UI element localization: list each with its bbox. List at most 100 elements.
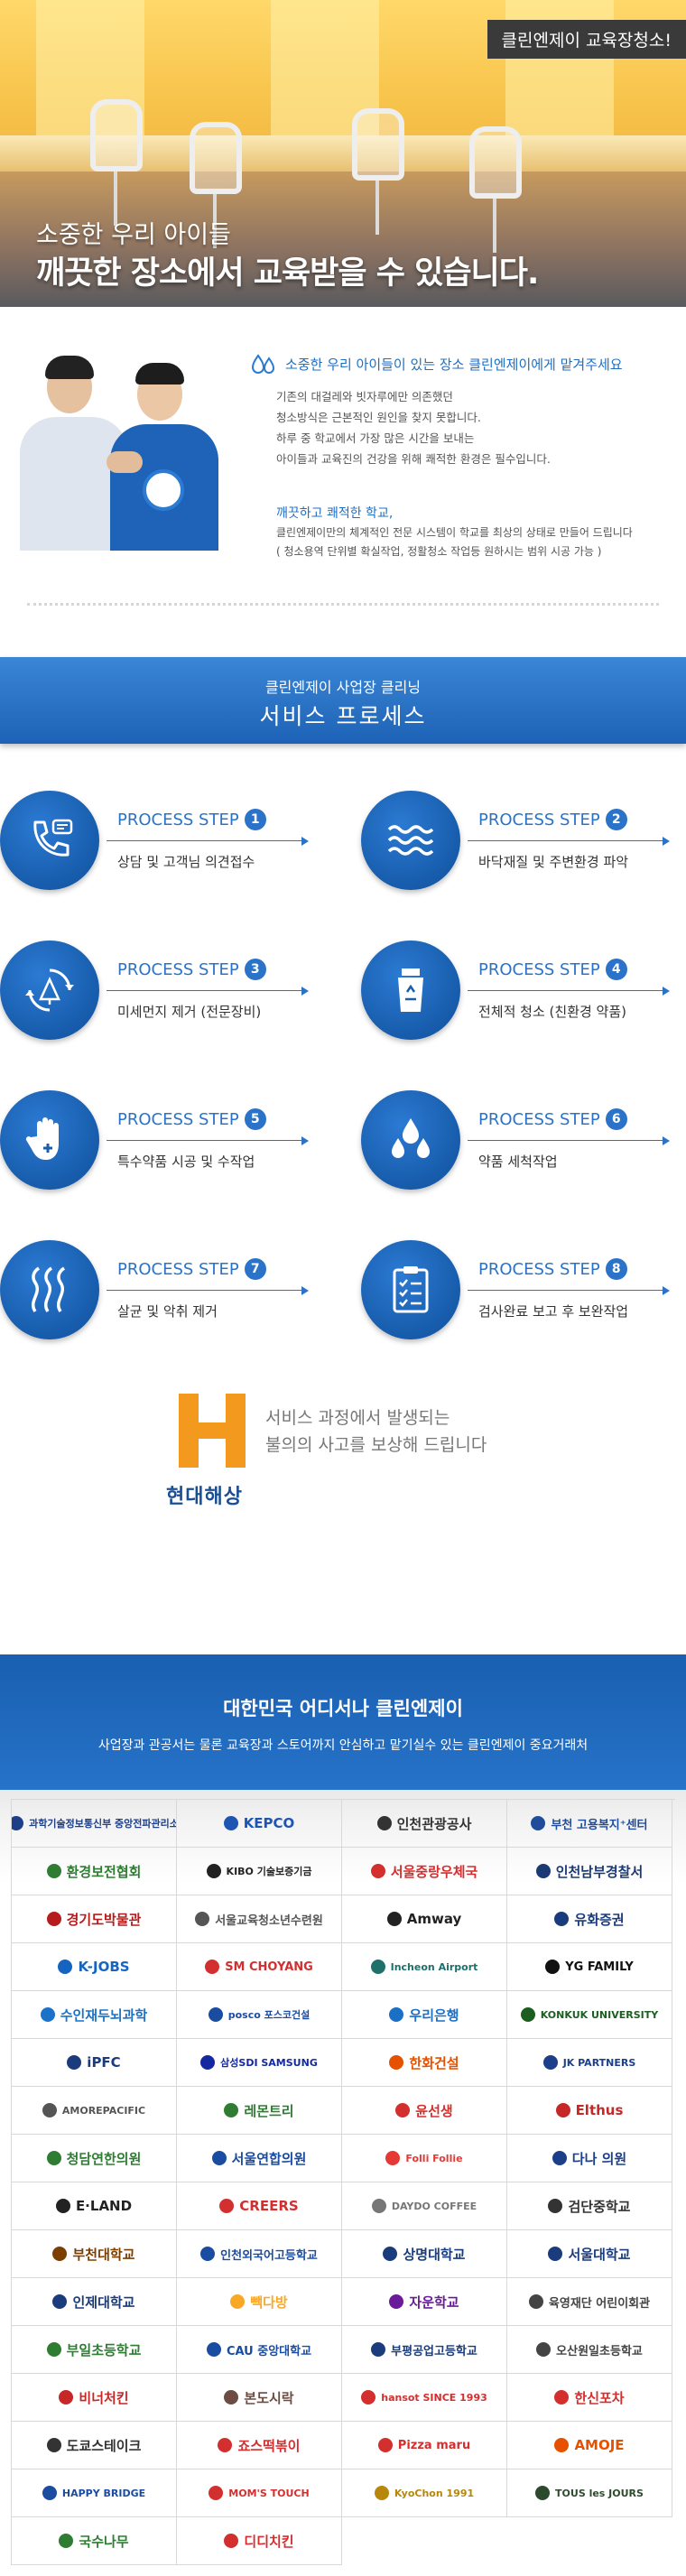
client-logo-mark-icon — [59, 2390, 74, 2405]
client-logo-text: 상명대학교 — [403, 2246, 466, 2263]
client-logo: 오산원일초등학교 — [507, 2326, 672, 2374]
client-logo: Folli Follie — [342, 2135, 507, 2182]
client-logo-mark-icon — [371, 2342, 386, 2357]
insurance-brand: 현대해상 — [166, 1486, 243, 1508]
step-line — [107, 1290, 307, 1291]
client-logo-text: 윤선생 — [415, 2102, 453, 2119]
client-logo: KONKUK UNIVERSITY — [507, 1991, 672, 2039]
client-logo: 과학기술정보통신부 중앙전파관리소 — [12, 1800, 177, 1848]
client-logo-mark-icon — [389, 2007, 404, 2022]
client-logo-text: 국수나무 — [79, 2533, 129, 2550]
step-line — [107, 1140, 307, 1141]
client-logo: HAPPY BRIDGE — [12, 2469, 177, 2517]
client-logo-mark-icon — [552, 2151, 567, 2165]
step-number: 7 — [244, 1258, 266, 1280]
client-logo: posco 포스코건설 — [177, 1991, 342, 2039]
client-logo-text: 서울교육청소년수련원 — [215, 1913, 323, 1928]
client-logo-text: 서울연합의원 — [231, 2150, 307, 2167]
chair-image — [352, 108, 404, 181]
client-logo-mark-icon — [554, 2438, 570, 2452]
client-logo-text: Folli Follie — [405, 2152, 463, 2164]
client-logo-text: 죠스떡볶이 — [237, 2437, 301, 2454]
client-logo-text: 한신포차 — [574, 2389, 625, 2406]
client-logo-mark-icon — [389, 2294, 404, 2309]
chair-image — [190, 122, 242, 194]
step-description: 상담 및 고객님 의견접수 — [117, 854, 255, 870]
dust-icon — [25, 968, 74, 1012]
client-logo-mark-icon — [224, 2534, 239, 2548]
client-logo: 우리은행 — [342, 1991, 507, 2039]
client-logo-mark-icon — [46, 2438, 61, 2452]
step-circle — [361, 791, 460, 890]
step-number: 5 — [244, 1108, 266, 1130]
client-logo-text: Elthus — [575, 2102, 624, 2118]
step-label-text: PROCESS STEP — [117, 959, 239, 979]
client-logo-text: SM CHOYANG — [225, 1960, 313, 1974]
client-logo-text: 오산원일초등학교 — [556, 2344, 643, 2358]
client-logo: Incheon Airport — [342, 1943, 507, 1991]
person-staff-hair — [135, 363, 184, 385]
client-logo-mark-icon — [528, 2294, 543, 2309]
client-logo-text: HAPPY BRIDGE — [61, 2487, 146, 2499]
client-logo-text: 다나 의원 — [571, 2150, 627, 2167]
client-logo-mark-icon — [385, 2151, 401, 2165]
client-logo: TOUS les JOURS — [507, 2469, 672, 2517]
client-logo: 환경보전협회 — [12, 1848, 177, 1895]
client-logo-text: AMOJE — [574, 2437, 625, 2453]
client-logo: 빽다방 — [177, 2278, 342, 2326]
client-logo: 청담연한의원 — [12, 2135, 177, 2182]
client-logo: 서울대학교 — [507, 2230, 672, 2278]
step-number: 1 — [244, 809, 266, 830]
client-logo-text: 경기도박물관 — [66, 1911, 142, 1928]
client-logo-text: 수인재두뇌과학 — [60, 2006, 148, 2024]
client-logo: 삼성SDI SAMSUNG — [177, 2039, 342, 2087]
client-logo-text: 인천외국어고등학교 — [220, 2248, 318, 2263]
client-logo-text: YG FAMILY — [565, 1960, 634, 1974]
client-logo-mark-icon — [42, 2103, 57, 2117]
client-logo: 유화증권 — [507, 1895, 672, 1943]
client-logo-mark-icon — [548, 2247, 563, 2261]
arrow-right-icon — [663, 1286, 670, 1295]
client-logo-mark-icon — [58, 1960, 73, 1974]
client-logo-text: AMOREPACIFIC — [61, 2104, 146, 2117]
intro-line: 기존의 대걸레와 빗자루에만 의존했던 — [276, 390, 453, 403]
step-line — [107, 840, 307, 841]
clients-header: 대한민국 어디서나 클린엔제이 사업장과 관공서는 물론 교육장과 스토어까지 … — [0, 1654, 686, 1790]
client-logo-mark-icon — [545, 1960, 561, 1974]
client-logo-mark-icon — [386, 1912, 402, 1926]
client-logo: Elthus — [507, 2087, 672, 2135]
client-logo: 한신포차 — [507, 2374, 672, 2422]
arrow-right-icon — [663, 987, 670, 996]
client-logo-mark-icon — [389, 2055, 404, 2070]
intro-line: 청소방식은 근본적인 원인을 찾지 못합니다. — [276, 411, 481, 424]
step-label-text: PROCESS STEP — [117, 810, 239, 829]
client-logo: E·LAND — [12, 2182, 177, 2230]
client-logo-text: 삼성SDI SAMSUNG — [220, 2057, 318, 2069]
step-circle — [361, 1240, 460, 1339]
client-logo: 부천대학교 — [12, 2230, 177, 2278]
waves-icon — [387, 825, 434, 856]
checklist-icon — [393, 1266, 429, 1313]
client-logo: 윤선생 — [342, 2087, 507, 2135]
drops-icon — [392, 1118, 430, 1158]
step-label-text: PROCESS STEP — [478, 1259, 600, 1279]
client-logo-mark-icon — [211, 2151, 227, 2165]
client-logo-text: 인제대학교 — [72, 2293, 135, 2311]
client-logo: 육영재단 어린이회관 — [507, 2278, 672, 2326]
client-logo-text: KIBO 기술보증기금 — [226, 1866, 312, 1877]
client-logo-mark-icon — [536, 2342, 552, 2357]
client-logo-mark-icon — [230, 2294, 246, 2309]
chair-leg — [213, 194, 217, 248]
step-number: 3 — [244, 959, 266, 980]
client-logo: 비너처킨 — [12, 2374, 177, 2422]
client-logo-mark-icon — [535, 1864, 551, 1878]
handshake — [107, 451, 143, 473]
handshake-photo — [20, 343, 227, 551]
client-logo: 한화건설 — [342, 2039, 507, 2087]
